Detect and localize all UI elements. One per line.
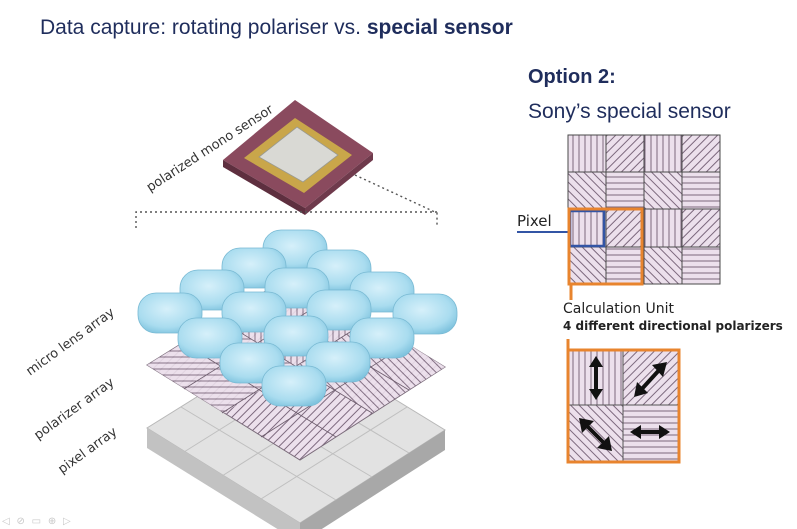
calc-unit-subtitle: 4 different directional polarizers (563, 319, 783, 333)
slide-title-bold: special sensor (366, 16, 513, 39)
calc-unit-title: Calculation Unit (563, 301, 675, 317)
pixel-label: Pixel (517, 212, 552, 230)
polarizer-grid (567, 134, 721, 285)
diagonal-ne-double-arrow-icon (634, 362, 667, 397)
horizontal-double-arrow-icon (630, 425, 670, 439)
polarized-sensor-chip (223, 100, 373, 215)
option-label: Option 2: (528, 66, 616, 88)
micro-lens-label: micro lens array (24, 305, 118, 379)
calculation-unit-detail (566, 339, 681, 464)
calculation-unit-highlight (567, 207, 644, 286)
micro-lens-array-layer (137, 229, 458, 407)
slide-controls[interactable]: ◁ ⊘ ▭ ⊕ ▷ (2, 516, 73, 527)
diagonal-nw-double-arrow-icon (579, 418, 612, 451)
slide-title-prefix: Data capture: rotating polariser vs. (40, 16, 367, 39)
vertical-double-arrow-icon (589, 356, 603, 400)
option-subtitle: Sony’s special sensor (528, 100, 731, 123)
pixel-array-label: pixel array (56, 424, 121, 477)
slide-title: Data capture: rotating polariser vs. spe… (40, 16, 513, 40)
connector-dots (135, 174, 438, 228)
